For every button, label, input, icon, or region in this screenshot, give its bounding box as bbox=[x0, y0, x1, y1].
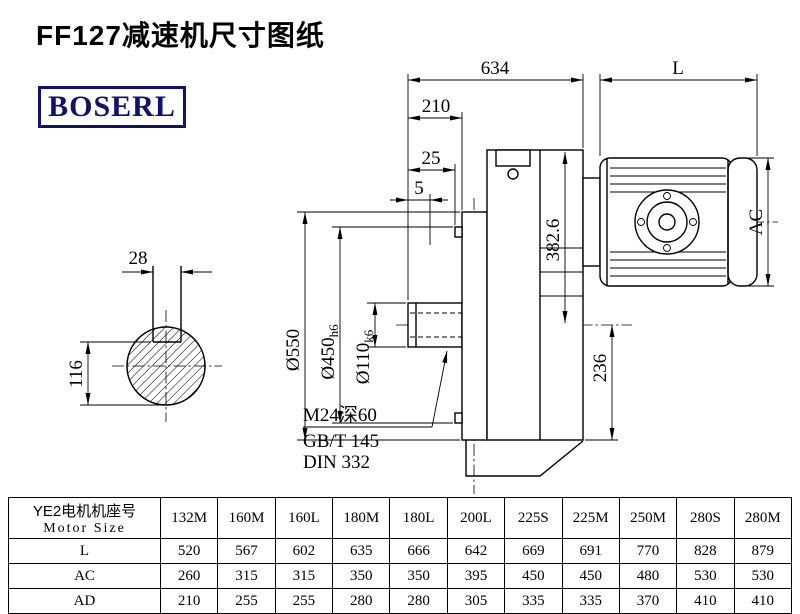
dim-spigot: Ø450h6 bbox=[318, 324, 341, 380]
shaft-section-circle bbox=[126, 326, 206, 406]
note-gb-standard: GB/T 145 bbox=[303, 431, 379, 452]
table-cell: 879 bbox=[733, 538, 793, 564]
table-cell: 335 bbox=[504, 588, 563, 614]
table-cell: 410 bbox=[733, 588, 793, 614]
motor-size-column-header: 225S bbox=[504, 497, 563, 539]
table-cell: 567 bbox=[217, 538, 276, 564]
dim-total-634: 634 bbox=[481, 58, 510, 79]
table-cell: 315 bbox=[274, 563, 334, 589]
table-cell: 530 bbox=[733, 563, 793, 589]
table-cell: 770 bbox=[618, 538, 678, 564]
note-din-standard: DIN 332 bbox=[303, 452, 370, 473]
table-cell: 315 bbox=[217, 563, 276, 589]
dim-key-width: 28 bbox=[129, 248, 148, 269]
table-cell: 530 bbox=[676, 563, 735, 589]
motor-size-column-header: 225M bbox=[561, 497, 620, 539]
table-cell: 255 bbox=[217, 588, 276, 614]
table-cell: 260 bbox=[159, 563, 219, 589]
note-tap-hole: M24深60 bbox=[303, 404, 377, 426]
dim-shaft-116: 116 bbox=[66, 360, 87, 388]
table-cell: 669 bbox=[504, 538, 563, 564]
dim-25: 25 bbox=[422, 148, 441, 169]
dim-382: 382.6 bbox=[543, 219, 564, 262]
gear-housing bbox=[486, 149, 584, 441]
table-cell: 255 bbox=[274, 588, 334, 614]
table-cell: 395 bbox=[446, 563, 506, 589]
motor-size-column-header: 180M bbox=[332, 497, 391, 539]
table-cell: 410 bbox=[676, 588, 735, 614]
dim-bore: Ø110k6 bbox=[353, 329, 376, 384]
housing-foot bbox=[465, 440, 584, 477]
table-cell: 602 bbox=[274, 538, 334, 564]
dim-flange-od: Ø550 bbox=[283, 329, 304, 371]
table-cell: 635 bbox=[332, 538, 391, 564]
row-label: AD bbox=[8, 588, 161, 614]
table-cell: 350 bbox=[332, 563, 391, 589]
table-cell: 450 bbox=[504, 563, 563, 589]
table-cell: 480 bbox=[618, 563, 678, 589]
motor-size-column-header: 180L bbox=[389, 497, 448, 539]
dim-210: 210 bbox=[422, 96, 451, 117]
motor-size-column-header: 280S bbox=[676, 497, 735, 539]
page-title: FF127减速机尺寸图纸 bbox=[36, 20, 325, 51]
table-cell: 828 bbox=[676, 538, 735, 564]
motor-size-column-header: 200L bbox=[446, 497, 506, 539]
table-cell: 666 bbox=[389, 538, 448, 564]
hollow-shaft bbox=[407, 302, 463, 348]
boserl-logo-text: BOSERL bbox=[48, 90, 176, 123]
motor-size-column-header: 280M bbox=[733, 497, 793, 539]
table-cell: 280 bbox=[332, 588, 391, 614]
motor-size-header-cn: YE2电机机座号 bbox=[32, 502, 137, 520]
housing-bolt bbox=[507, 168, 519, 180]
table-cell: 350 bbox=[389, 563, 448, 589]
table-cell: 305 bbox=[446, 588, 506, 614]
motor-size-column-header: 132M bbox=[159, 497, 219, 539]
table-cell: 691 bbox=[561, 538, 620, 564]
dimension-annotations: 634 L 210 25 5 Ø550 Ø450h6 bbox=[283, 58, 774, 473]
row-label: L bbox=[8, 538, 161, 564]
motor-size-column-header: 250M bbox=[618, 497, 678, 539]
motor-end-circle bbox=[634, 189, 700, 255]
shaft-end-view: 28 116 bbox=[66, 248, 222, 422]
table-cell: 335 bbox=[561, 588, 620, 614]
table-cell: 450 bbox=[561, 563, 620, 589]
dim-motor-ac: AC bbox=[746, 209, 767, 235]
table-cell: 280 bbox=[389, 588, 448, 614]
table-cell: 210 bbox=[159, 588, 219, 614]
motor-size-header: YE2电机机座号 Motor Size bbox=[8, 497, 161, 539]
motor-size-header-en: Motor Size bbox=[43, 520, 126, 536]
boserl-logo: BOSERL bbox=[38, 86, 186, 128]
table-cell: 520 bbox=[159, 538, 219, 564]
dim-5: 5 bbox=[414, 178, 424, 199]
motor-size-column-header: 160L bbox=[274, 497, 334, 539]
table-cell: 370 bbox=[618, 588, 678, 614]
motor-adapter bbox=[582, 177, 601, 267]
motor-size-column-header: 160M bbox=[217, 497, 276, 539]
dim-motor-L: L bbox=[672, 58, 684, 79]
gear-unit-view bbox=[396, 149, 778, 494]
row-label: AC bbox=[8, 563, 161, 589]
dim-236: 236 bbox=[590, 354, 611, 383]
output-flange bbox=[461, 211, 488, 441]
table-cell: 642 bbox=[446, 538, 506, 564]
